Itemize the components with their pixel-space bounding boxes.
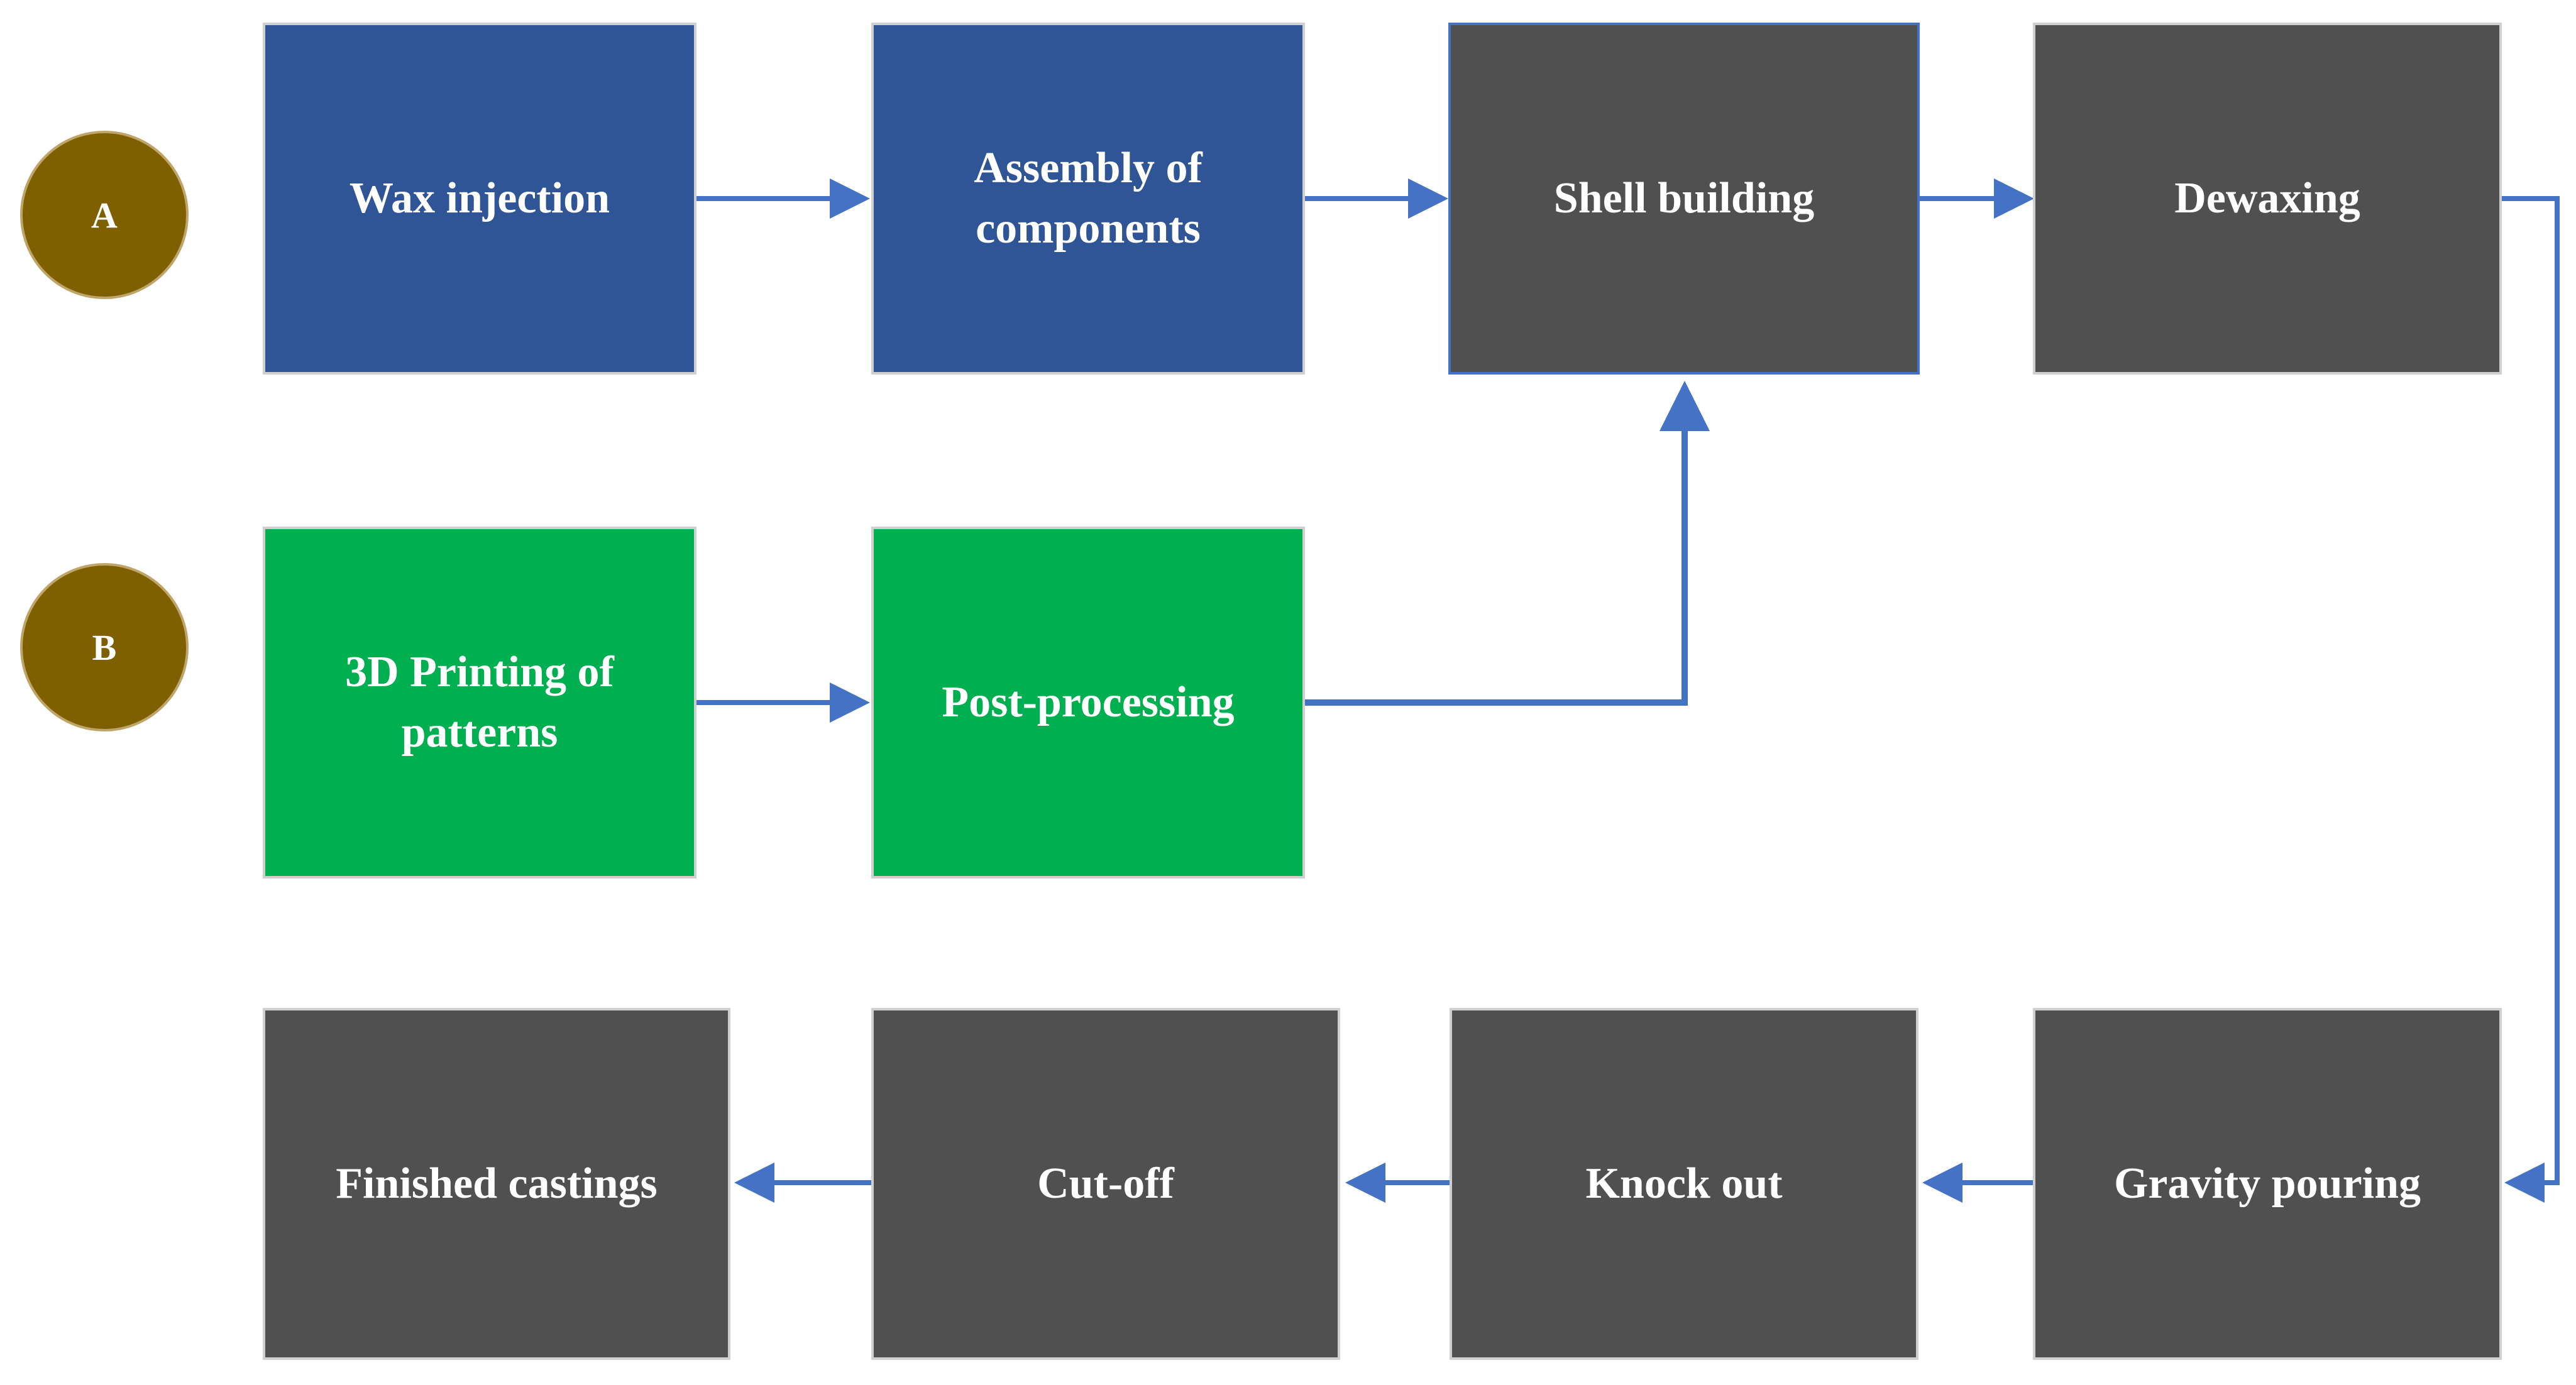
wax-injection-label: Wax injection (349, 174, 610, 222)
knock-out-label: Knock out (1585, 1159, 1783, 1208)
shell-building-box: Shell building (1448, 23, 1920, 375)
route-b-label: B (92, 627, 117, 668)
assembly-label: Assembly of components (974, 144, 1203, 253)
assembly-box: Assembly of components (871, 23, 1305, 375)
finished-castings-label: Finished castings (336, 1159, 658, 1208)
finished-castings-box: Finished castings (263, 1008, 730, 1360)
route-b-badge: B (20, 563, 189, 731)
cut-off-label: Cut-off (1037, 1159, 1174, 1208)
dewaxing-label: Dewaxing (2174, 174, 2360, 222)
arrow-dewaxing-to-gravity-pouring (2502, 196, 2560, 1203)
post-processing-box: Post-processing (871, 527, 1305, 879)
route-a-badge: A (20, 131, 189, 299)
printing-label: 3D Printing of patterns (345, 648, 614, 757)
dewaxing-box: Dewaxing (2033, 23, 2502, 375)
gravity-pouring-label: Gravity pouring (2113, 1159, 2421, 1208)
knock-out-box: Knock out (1450, 1008, 1918, 1360)
gravity-pouring-box: Gravity pouring (2033, 1008, 2502, 1360)
arrow-postprocessing-to-shell (1304, 381, 1710, 706)
cut-off-box: Cut-off (871, 1008, 1340, 1360)
printing-box: 3D Printing of patterns (263, 527, 696, 879)
wax-injection-box: Wax injection (263, 23, 696, 375)
post-processing-label: Post-processing (942, 678, 1235, 726)
route-a-label: A (91, 194, 118, 236)
shell-building-label: Shell building (1553, 174, 1815, 222)
